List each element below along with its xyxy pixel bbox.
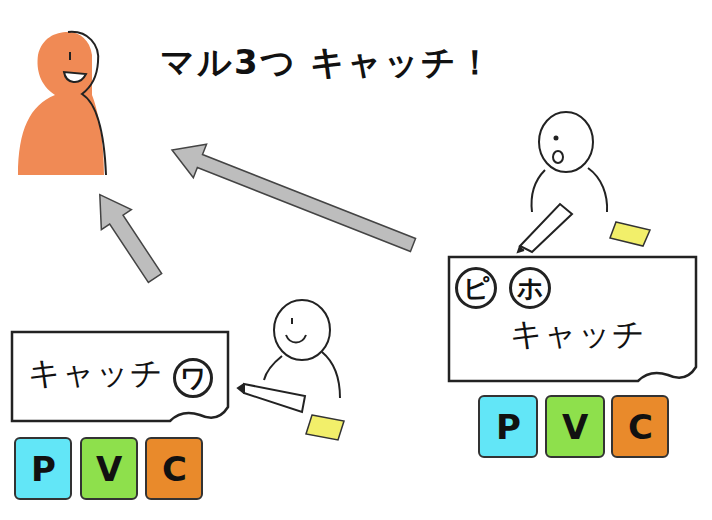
node-text: ワ bbox=[180, 361, 207, 396]
gray-arrow bbox=[85, 185, 170, 288]
gray-arrow bbox=[165, 133, 419, 261]
node-text: キャッチ bbox=[28, 352, 164, 396]
letter-tile: C bbox=[145, 437, 203, 500]
letter-tile: V bbox=[545, 395, 605, 458]
stick-figure bbox=[518, 112, 607, 252]
letter-tile: C bbox=[611, 395, 669, 458]
node-text: V bbox=[96, 449, 122, 489]
stick-figure bbox=[238, 300, 340, 412]
circled-char: ホ bbox=[509, 267, 551, 309]
box-border bbox=[12, 332, 228, 421]
title: マル3つ キャッチ！ bbox=[160, 40, 495, 86]
node-text: キャッチ bbox=[510, 313, 646, 357]
circled-char: ピ bbox=[455, 267, 497, 309]
box-border bbox=[449, 257, 696, 381]
node-text: V bbox=[562, 407, 588, 447]
node-text: ホ bbox=[517, 271, 544, 306]
orange-person bbox=[18, 32, 106, 175]
card-box: キャッチピホ bbox=[447, 255, 698, 385]
circled-char: ワ bbox=[173, 358, 213, 398]
node-text: ピ bbox=[463, 271, 490, 306]
letter-tile: V bbox=[80, 437, 138, 500]
node-text: P bbox=[496, 407, 521, 447]
node-text: C bbox=[628, 407, 653, 447]
sticky-note bbox=[610, 222, 650, 246]
node-text: C bbox=[162, 449, 187, 489]
card-box: キャッチワ bbox=[10, 330, 230, 425]
letter-tile: P bbox=[478, 395, 538, 458]
node-text: P bbox=[31, 449, 56, 489]
letter-tile: P bbox=[14, 437, 72, 500]
sticky-note bbox=[306, 415, 344, 440]
